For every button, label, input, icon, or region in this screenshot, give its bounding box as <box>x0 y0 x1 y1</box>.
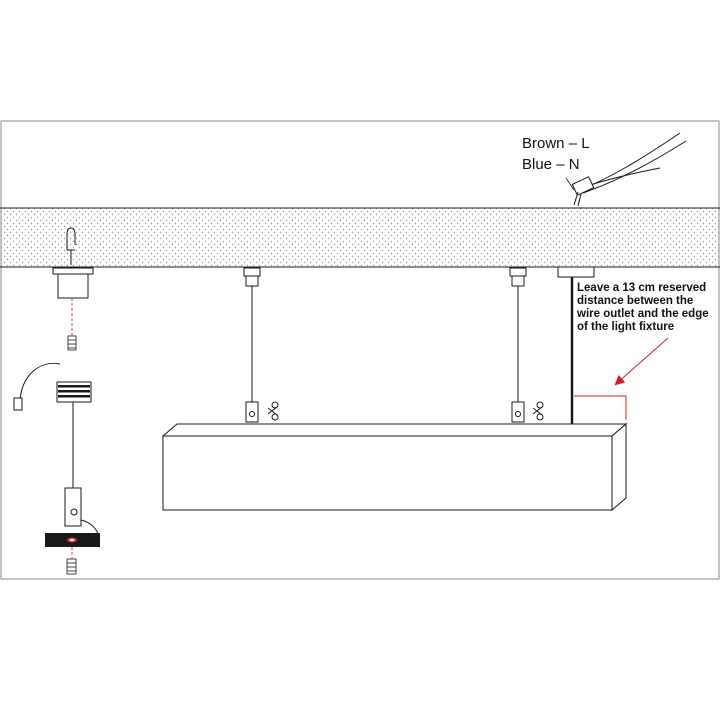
light-fixture <box>161 422 628 512</box>
ceiling-slab <box>0 207 720 268</box>
reserved-distance-note: Leave a 13 cm reserved distance between … <box>577 282 709 334</box>
brown-wire-label: Brown – L <box>522 135 590 152</box>
ceiling-hook-detail <box>66 227 76 265</box>
note-line: of the light fixture <box>577 321 675 333</box>
mounting-plate-left <box>45 533 100 547</box>
blue-wire-label: Blue – N <box>522 156 580 173</box>
suspension-right <box>498 267 538 435</box>
note-line: distance between the <box>577 295 694 307</box>
scissors-icon <box>532 401 544 421</box>
diagram-frame <box>0 120 720 580</box>
power-wires <box>565 132 687 207</box>
note-line: wire outlet and the edge <box>577 308 709 320</box>
note-line: Leave a 13 cm reserved <box>577 282 707 294</box>
scissors-icon <box>267 401 279 421</box>
suspension-left <box>232 267 272 435</box>
cable-gripper-detail <box>13 362 99 535</box>
distance-marker <box>574 337 669 420</box>
ceiling-canopy-left <box>52 267 94 299</box>
screw-icon <box>67 335 77 351</box>
screw-icon <box>66 558 77 575</box>
